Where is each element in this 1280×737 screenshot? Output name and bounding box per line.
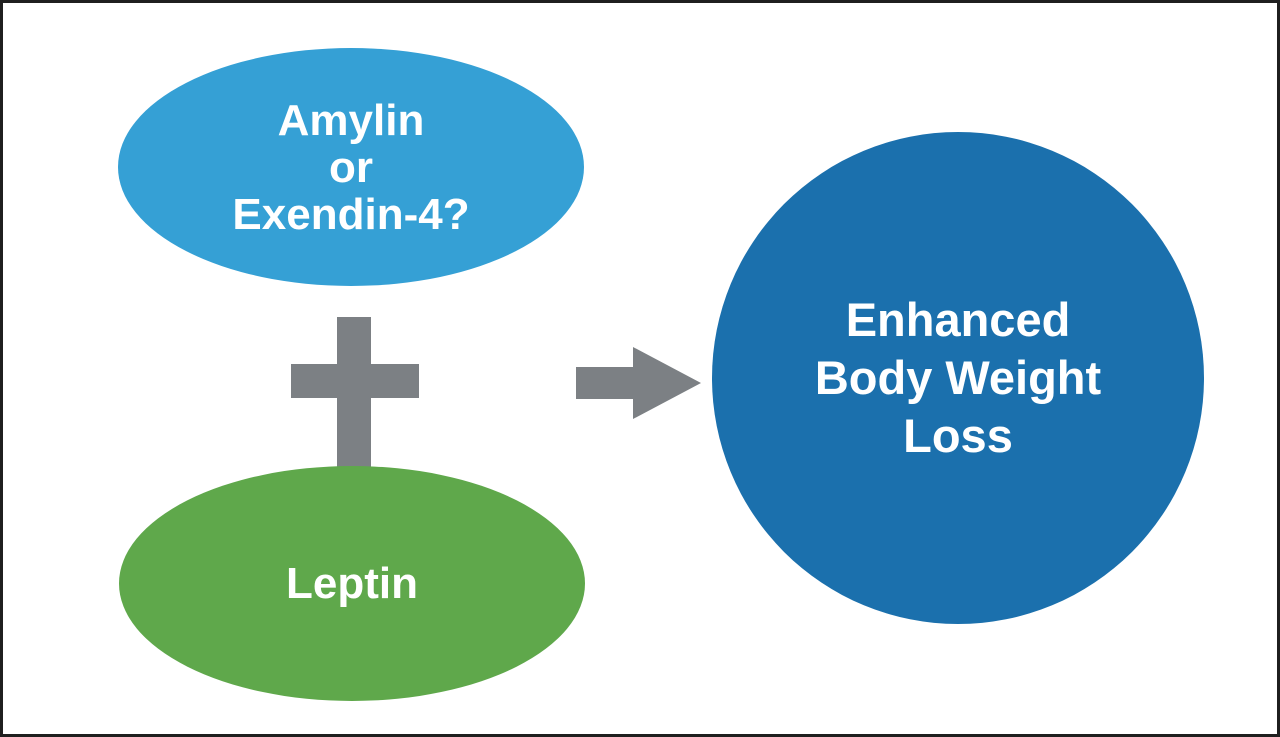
plus-icon-vertical-bar — [337, 317, 371, 471]
arrow-right-icon — [576, 347, 701, 419]
label-line: or — [329, 142, 373, 192]
node-leptin-label: Leptin — [286, 559, 418, 608]
node-leptin: Leptin — [119, 466, 585, 701]
node-amylin-label: Amylin or Exendin-4? — [232, 97, 469, 238]
label-line: Exendin-4? — [232, 189, 470, 239]
label-line: Loss — [903, 409, 1013, 462]
plus-icon — [291, 317, 419, 471]
arrow-right-shape — [576, 347, 701, 419]
label-line: Body Weight — [814, 351, 1102, 404]
node-outcome-label: Enhanced Body Weight Loss — [815, 291, 1101, 465]
label-line: Amylin — [277, 95, 425, 145]
node-enhanced-body-weight-loss: Enhanced Body Weight Loss — [712, 132, 1204, 624]
label-line: Enhanced — [845, 293, 1071, 346]
node-amylin-or-exendin4: Amylin or Exendin-4? — [118, 48, 584, 286]
